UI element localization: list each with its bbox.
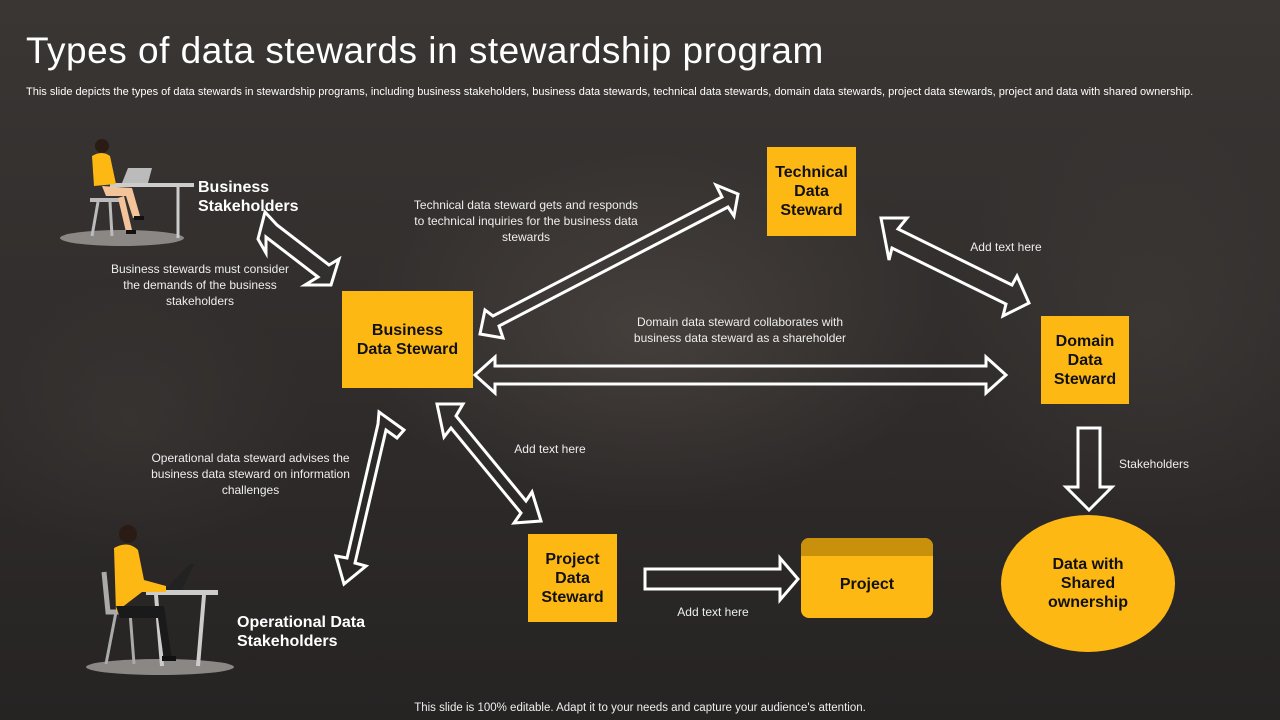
business-data-steward-label: Business Data Steward <box>356 321 459 358</box>
business-data-steward-box: Business Data Steward <box>342 291 473 388</box>
project-data-steward-label: Project Data Steward <box>541 550 604 606</box>
project-tab <box>801 538 933 556</box>
operational-note: Operational data steward advises the bus… <box>151 451 350 497</box>
domain-note: Domain data steward collaborates with bu… <box>633 315 847 345</box>
business-stakeholder-illustration <box>60 139 194 246</box>
footer-note: This slide is 100% editable. Adapt it to… <box>414 702 866 714</box>
technical-data-steward-label: Technical Data Steward <box>775 164 848 219</box>
arrow-technical-domain <box>879 216 1031 319</box>
page-subtitle: This slide depicts the types of data ste… <box>26 86 1194 98</box>
arrow-stakeholders-business <box>256 208 342 287</box>
business-stakeholders-label: Business Stakeholders <box>198 179 299 215</box>
domain-shared-note: Stakeholders <box>1118 457 1190 471</box>
project-data-steward-box: Project Data Steward <box>528 534 617 622</box>
arrow-project <box>643 553 800 605</box>
operational-stakeholders-label: Operational Data Stakeholders <box>237 614 366 650</box>
arrow-technical-business <box>478 182 740 340</box>
technical-data-steward-box: Technical Data Steward <box>767 147 856 236</box>
project-arrow-note: Add text here <box>677 605 749 619</box>
domain-data-steward-box: Domain Data Steward <box>1041 316 1129 404</box>
operational-stakeholder-illustration <box>86 525 234 675</box>
technical-domain-note: Add text here <box>970 240 1042 254</box>
page-title: Types of data stewards in stewardship pr… <box>26 30 824 71</box>
project-label: Project <box>839 575 895 593</box>
arrow-operational-business <box>333 409 407 587</box>
domain-data-steward-label: Domain Data Steward <box>1053 332 1117 388</box>
shared-ownership-circle: Data with Shared ownership <box>1001 515 1175 652</box>
arrow-domain-shared <box>1062 426 1116 513</box>
project-box: Project <box>801 538 933 618</box>
arrow-business-domain <box>472 353 1009 397</box>
technical-note: Technical data steward gets and responds… <box>413 198 639 244</box>
business-stakeholders-note: Business stewards must consider the dema… <box>110 262 290 308</box>
arrow-business-project <box>435 402 543 525</box>
shared-ownership-label: Data with Shared ownership <box>1047 556 1128 611</box>
business-project-note: Add text here <box>514 442 586 456</box>
